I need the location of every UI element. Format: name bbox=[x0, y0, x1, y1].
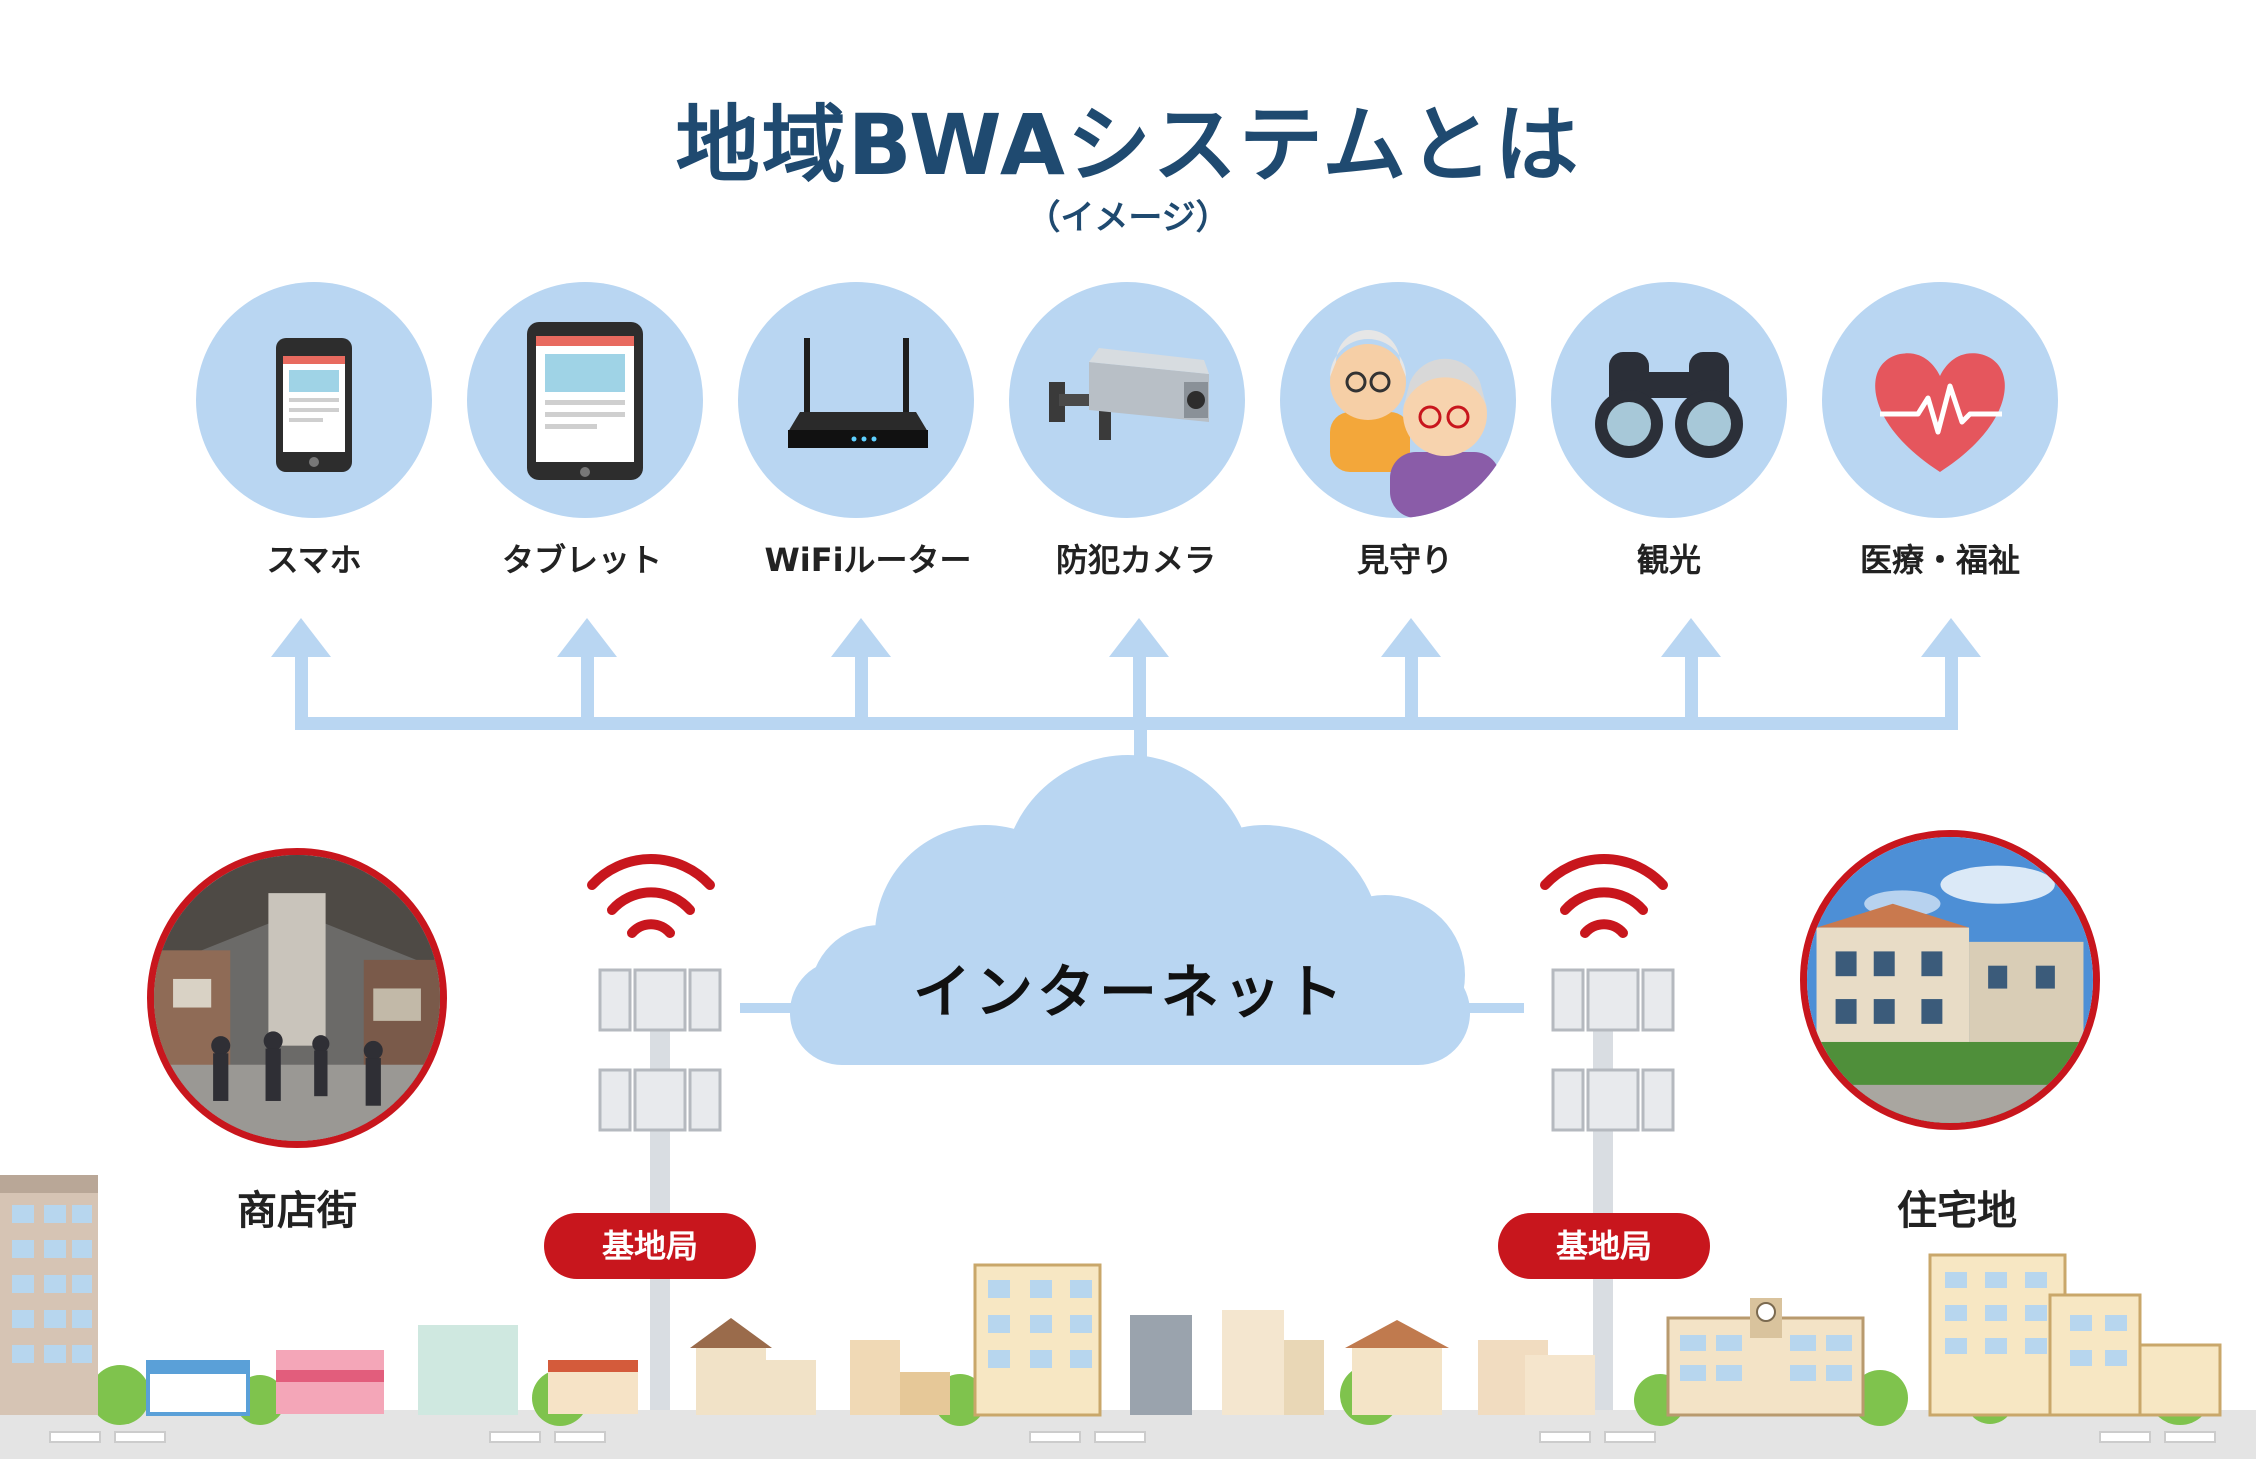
antenna-tower-left-icon bbox=[598, 968, 722, 1410]
arrow-shaft bbox=[1133, 655, 1146, 725]
area-label-shopping: 商店街 bbox=[237, 1188, 357, 1234]
left-link-line bbox=[740, 1003, 802, 1013]
internet-cloud-icon bbox=[790, 755, 1470, 1065]
arrow-shaft bbox=[1685, 655, 1698, 725]
smartphone-circle bbox=[196, 282, 432, 518]
right-link-line bbox=[1462, 1003, 1524, 1013]
arrow-shaft bbox=[855, 655, 868, 725]
shopping-street-photo bbox=[147, 848, 447, 1148]
device-label: スマホ bbox=[266, 541, 362, 579]
elderly-couple-icon bbox=[1330, 330, 1500, 518]
base-station-badge-right: 基地局 bbox=[1498, 1213, 1710, 1279]
heart-pulse-icon bbox=[1875, 353, 2005, 472]
antenna-tower-right-icon bbox=[1551, 968, 1675, 1410]
arrow-head bbox=[831, 618, 891, 657]
security-camera-icon bbox=[1049, 348, 1209, 440]
signal-waves-right-icon bbox=[1540, 854, 1668, 938]
internet-label: インターネット bbox=[912, 958, 1347, 1026]
binoculars-icon bbox=[1595, 352, 1743, 458]
smartphone-icon bbox=[276, 338, 352, 472]
security-camera-circle bbox=[1009, 282, 1245, 518]
device-label: 見守り bbox=[1356, 541, 1453, 579]
device-label: WiFiルーター bbox=[764, 541, 972, 579]
tablet-circle bbox=[467, 282, 703, 518]
device-label: タブレット bbox=[501, 541, 662, 579]
arrow-shaft bbox=[581, 655, 594, 725]
arrow-shaft bbox=[295, 655, 308, 725]
binoculars-circle bbox=[1551, 282, 1787, 518]
base-station-badge-left: 基地局 bbox=[544, 1213, 756, 1279]
area-label-residential: 住宅地 bbox=[1897, 1188, 2017, 1234]
tablet-icon bbox=[527, 322, 643, 480]
device-label: 防犯カメラ bbox=[1055, 541, 1216, 579]
elderly-circle bbox=[1280, 282, 1516, 518]
arrow-shaft bbox=[1945, 655, 1958, 725]
town-skyline-illustration bbox=[0, 1175, 2256, 1459]
wifi-router-circle bbox=[738, 282, 974, 518]
wifi-router-icon bbox=[788, 338, 928, 448]
page-subtitle: （イメージ） bbox=[1026, 198, 1230, 238]
device-label: 観光 bbox=[1636, 541, 1701, 579]
arrow-shaft bbox=[1405, 655, 1418, 725]
device-label: 医療・福祉 bbox=[1859, 541, 2020, 579]
arrow-head bbox=[1381, 618, 1441, 657]
arrow-head bbox=[1661, 618, 1721, 657]
arrow-head bbox=[557, 618, 617, 657]
arrow-head bbox=[1921, 618, 1981, 657]
arrow-head bbox=[1109, 618, 1169, 657]
arrow-group bbox=[271, 618, 1981, 725]
signal-waves-left-icon bbox=[587, 854, 715, 938]
residential-area-photo bbox=[1800, 830, 2100, 1130]
medical-circle bbox=[1822, 282, 2058, 518]
arrow-head bbox=[271, 618, 331, 657]
page-title: 地域BWAシステムとは bbox=[675, 96, 1581, 194]
